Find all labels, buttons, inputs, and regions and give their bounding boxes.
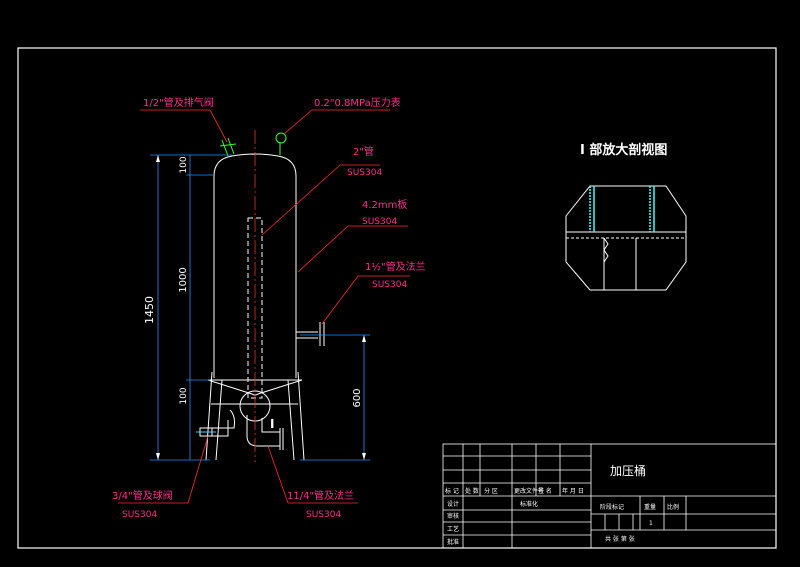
title-name: 加压桶 — [610, 463, 646, 478]
label-bottom-flange: 11/4"管及法兰 — [287, 489, 354, 502]
label-bottom-flange-material: SUS304 — [306, 510, 341, 520]
label-flange-pipe-material: SUS304 — [372, 280, 407, 290]
tb-scale-value: 1 — [649, 520, 653, 527]
tb-date: 年 月 日 — [562, 487, 584, 495]
tb-scale: 比例 — [667, 503, 679, 511]
detail-view — [565, 185, 687, 291]
dim-overall: 1450 — [143, 296, 156, 324]
label-flange-pipe: 1½"管及法兰 — [365, 260, 426, 273]
tb-zone: 分 区 — [484, 487, 498, 495]
tb-review: 审核 — [447, 512, 459, 520]
detail-view-title: I 部放大剖视图 — [580, 142, 667, 158]
label-plate: 4.2mm板 — [362, 198, 407, 211]
dim-body: 1000 — [178, 267, 189, 292]
title-block — [442, 443, 777, 549]
tb-stage: 阶段标记 — [600, 503, 624, 511]
tb-std: 标准化 — [520, 500, 538, 508]
label-2in-pipe-material: SUS304 — [347, 168, 382, 178]
tb-sign: 签 名 — [538, 487, 552, 495]
tb-process: 工艺 — [447, 525, 459, 533]
tb-sheets: 共 张 第 张 — [605, 535, 635, 543]
dim-top-head: 100 — [179, 156, 189, 173]
tb-weight: 重量 — [644, 503, 656, 511]
label-ball-valve: 3/4"管及球阀 — [112, 489, 173, 502]
label-plate-material: SUS304 — [362, 217, 397, 227]
leader-lines — [118, 109, 410, 504]
tb-count: 处 数 — [465, 487, 479, 495]
dim-outlet-height: 600 — [352, 388, 363, 407]
label-gauge: 0.2"0.8MPa压力表 — [314, 96, 401, 109]
tb-change: 更改文件号 — [514, 487, 544, 495]
dim-bottom-head: 100 — [179, 387, 189, 404]
pressure-vessel — [196, 132, 325, 461]
tb-mark: 标 记 — [445, 487, 459, 495]
label-ball-valve-material: SUS304 — [122, 510, 157, 520]
drawing-border — [17, 47, 777, 549]
tb-design: 设计 — [447, 500, 459, 508]
dimension-lines — [150, 154, 370, 461]
detail-marker: I — [270, 417, 274, 431]
label-vent-pipe: 1/2"管及排气阀 — [143, 96, 214, 109]
tb-approve: 批准 — [447, 538, 459, 546]
label-2in-pipe: 2"管 — [353, 145, 374, 158]
